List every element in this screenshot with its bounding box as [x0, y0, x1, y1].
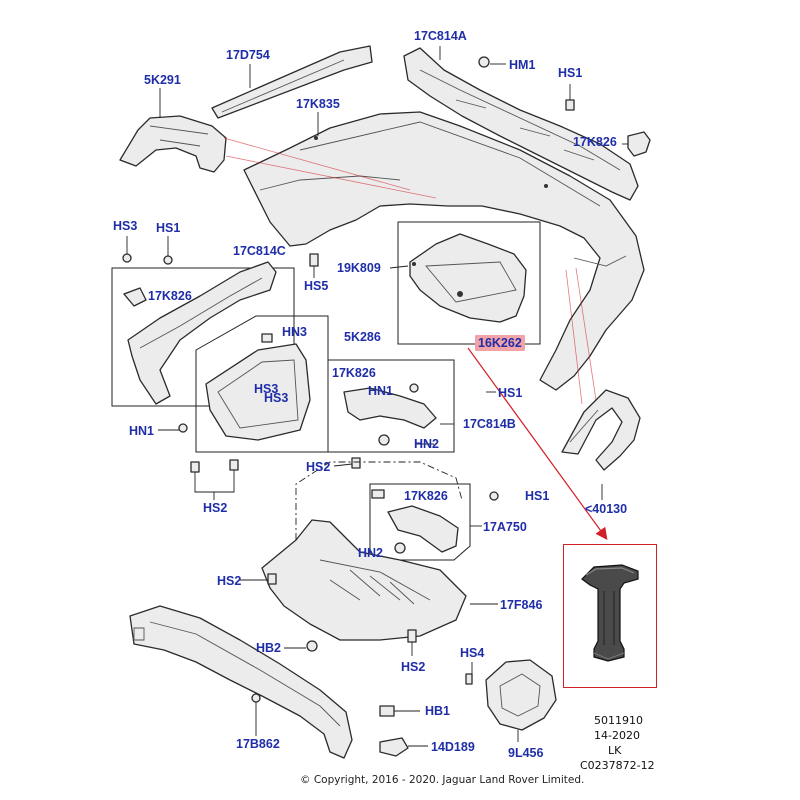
label-hb2: HB2 [256, 641, 282, 655]
label-hs3-b: HS3 [264, 391, 289, 405]
fastener-hs2-low-left [267, 573, 277, 585]
group-17c814c [111, 261, 295, 407]
fastener-hb1 [379, 705, 420, 717]
label-17k826-mid: 17K826 [332, 366, 376, 380]
label-17a750: 17A750 [483, 520, 527, 534]
label-hs2-b: HS2 [203, 501, 228, 515]
label-17k826-top: 17K826 [573, 135, 617, 149]
bracket-14d189 [379, 737, 428, 757]
trim-strip-17d754 [211, 45, 373, 119]
label-17k826-left: 17K826 [148, 289, 192, 303]
undershield-17f846 [261, 461, 467, 641]
cover-9l456 [465, 659, 557, 742]
group-17a750 [369, 483, 499, 561]
highlight-16k262: 16K262 [475, 335, 525, 351]
fastener-hs1-top [565, 84, 575, 111]
label-hn1-left: HN1 [129, 424, 155, 438]
label-16k262: 16K262 [475, 335, 525, 351]
label-5k291: 5K291 [144, 73, 181, 87]
label-hs5: HS5 [304, 279, 329, 293]
detail-callout-box [563, 544, 657, 688]
fastener-hs2-mid [333, 457, 361, 469]
label-19k809: 19K809 [337, 261, 381, 275]
label-17f846: 17F846 [500, 598, 543, 612]
doc-date: 14-2020 [594, 729, 640, 742]
label-hs1-top: HS1 [558, 66, 583, 80]
clip-16k262-detail [581, 564, 639, 662]
copyright-notice: © Copyright, 2016 - 2020. Jaguar Land Ro… [300, 774, 585, 786]
fastener-hs1-left [163, 236, 173, 265]
callout-arrow [467, 347, 608, 540]
label-hm1: HM1 [509, 58, 536, 72]
label-14d189: 14D189 [431, 740, 475, 754]
label-hs1-mid: HS1 [498, 386, 523, 400]
label-hn3: HN3 [282, 325, 308, 339]
label-hs1-left: HS1 [156, 221, 181, 235]
label-hs2-d: HS2 [401, 660, 426, 674]
fastener-hn1-left [158, 423, 188, 433]
label-5k286: 5K286 [344, 330, 381, 344]
fastener-hs2-low-right [407, 629, 417, 656]
bracket-40130 [561, 389, 641, 500]
label-17k826-low: 17K826 [404, 489, 448, 503]
label-hs2-c: HS2 [217, 574, 242, 588]
doc-reference: C0237872-12 [580, 759, 655, 772]
support-17c814a [403, 47, 639, 201]
fastener-hs5 [309, 253, 319, 278]
label-17c814b: 17C814B [463, 417, 516, 431]
label-17c814a: 17C814A [414, 29, 467, 43]
label-40130: <40130 [585, 502, 628, 516]
clip-17k826-top [622, 131, 651, 157]
label-17k835: 17K835 [296, 97, 340, 111]
fasteners-hs2-pair [190, 459, 239, 500]
label-hs3-left: HS3 [113, 219, 138, 233]
label-leaders [159, 46, 498, 605]
label-hs2-a: HS2 [306, 460, 331, 474]
doc-code: LK [608, 744, 622, 757]
label-17d754: 17D754 [226, 48, 270, 62]
fastener-hs3-left [122, 236, 132, 263]
label-hn2-low: HN2 [358, 546, 384, 560]
bracket-5k291 [119, 115, 227, 173]
bumper-cover-17k835 [243, 111, 645, 391]
part-19k809-box [397, 221, 541, 345]
label-hn1-mid: HN1 [368, 384, 394, 398]
reference-lines [223, 137, 597, 405]
label-hs4: HS4 [460, 646, 485, 660]
label-hs3-a: HS3 [254, 382, 279, 396]
label-9l456: 9L456 [508, 746, 544, 760]
label-hb1: HB1 [425, 704, 451, 718]
fastener-hm1 [478, 56, 506, 68]
label-hn2-mid: HN2 [414, 437, 440, 451]
label-17b862: 17B862 [236, 737, 280, 751]
rear-beam-17b862 [129, 605, 353, 759]
group-17c814b [327, 359, 455, 453]
label-17c814c: 17C814C [233, 244, 286, 258]
doc-number: 5011910 [594, 714, 643, 727]
label-hs1-low: HS1 [525, 489, 550, 503]
fastener-hb2 [284, 640, 318, 652]
